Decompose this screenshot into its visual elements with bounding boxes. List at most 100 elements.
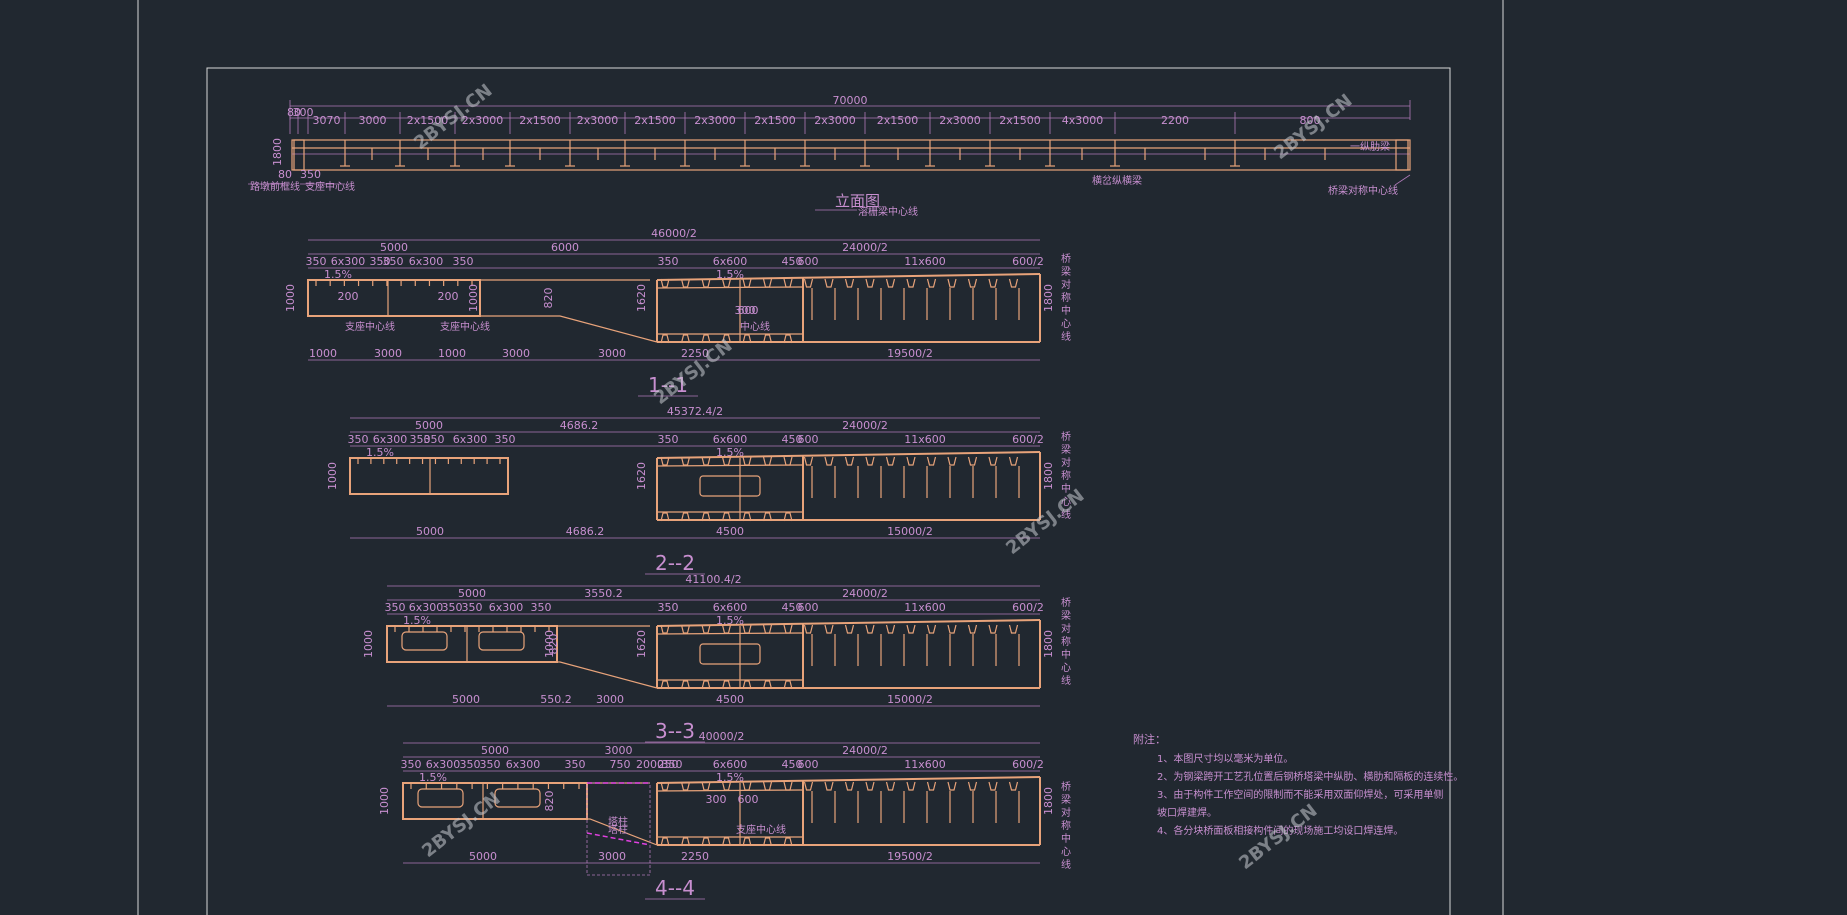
symmetry-label-2: 桥梁对称中心线 — [1061, 431, 1071, 521]
symmetry-char: 对 — [1061, 806, 1071, 819]
section-inner-dim: 200 — [438, 290, 459, 303]
section-height-dim: 1620 — [635, 462, 648, 490]
section-total-dim: 41100.4/2 — [685, 573, 741, 586]
section-height-dim: 1800 — [1042, 787, 1055, 815]
section-label: 中心线 — [740, 320, 770, 333]
inner-frame — [206, 67, 1451, 915]
pylon-zone: 塔柱 — [586, 782, 651, 876]
slope-label: 1.5% — [716, 614, 744, 627]
symmetry-char: 梁 — [1061, 265, 1071, 278]
elev-seg-dim: 2x3000 — [814, 114, 856, 127]
section-bottom-dim: 3000 — [598, 347, 626, 360]
symmetry-char: 中 — [1061, 648, 1071, 661]
section-bottom-dim: 3000 — [596, 693, 624, 706]
elev-seg-dim: 3070 — [313, 114, 341, 127]
slope-label: 1.5% — [366, 446, 394, 459]
elev-label-right1: 一纵肋梁 — [1350, 140, 1390, 153]
symmetry-label-4: 桥梁对称中心线 — [1061, 781, 1071, 871]
note-3b: 坡口焊建焊。 — [1157, 806, 1217, 819]
symmetry-char: 称 — [1061, 469, 1071, 482]
section-name: 2--2 — [655, 551, 695, 575]
section-sub-dim: 6x600 — [713, 758, 748, 771]
slope-label: 1.5% — [324, 268, 352, 281]
section-bottom-dim: 5000 — [416, 525, 444, 538]
slope-label: 1.5% — [419, 771, 447, 784]
section-top-dim: 4686.2 — [560, 419, 599, 432]
section-sub-dim: 6x300 — [409, 255, 444, 268]
section-sub-dim: 600 — [798, 255, 819, 268]
elev-seg-dim: 80 — [287, 106, 301, 119]
section-sub-dim: 350 — [531, 601, 552, 614]
section-height-dim: 820 — [543, 791, 556, 812]
elev-dim-350: 350 — [300, 168, 321, 181]
watermark-2: 2BYSJ.CN — [1270, 90, 1356, 164]
section-name: 3--3 — [655, 719, 695, 743]
section-total-dim: 45372.4/2 — [667, 405, 723, 418]
elev-seg-dim: 2x3000 — [577, 114, 619, 127]
section-sub-dim: 6x600 — [713, 433, 748, 446]
section-height-dim: 1000 — [467, 284, 480, 312]
section-sub-dim: 6x300 — [409, 601, 444, 614]
section-sub-dim: 600 — [798, 433, 819, 446]
elev-seg-dim: 2x3000 — [939, 114, 981, 127]
symmetry-char: 心 — [1061, 496, 1071, 508]
symmetry-char: 对 — [1061, 278, 1071, 291]
elev-total-dim: 70000 — [833, 94, 868, 107]
section-sub-dim: 450 — [782, 433, 803, 446]
elev-label-right2: 桥梁对称中心线 — [1328, 184, 1398, 197]
slope-label: 1.5% — [716, 446, 744, 459]
section-sub-dim: 2000 — [636, 758, 664, 771]
section-height-dim: 1800 — [1042, 630, 1055, 658]
symmetry-label-1: 桥梁对称中心线 — [1061, 253, 1071, 343]
section-bottom-dim: 1000 — [309, 347, 337, 360]
section-sub-dim: 350 — [565, 758, 586, 771]
section-height-dim: 1000 — [326, 462, 339, 490]
elev-label-mid: 横岔纵横梁 — [1092, 174, 1142, 187]
section-bottom-dim: 15000/2 — [887, 525, 933, 538]
elev-seg-dim: 2x1500 — [877, 114, 919, 127]
symmetry-char: 中 — [1061, 832, 1071, 845]
section-top-dim: 24000/2 — [842, 587, 888, 600]
section-sub-dim: 350 — [495, 433, 516, 446]
symmetry-char: 心 — [1061, 662, 1071, 674]
section-sub-dim: 450 — [782, 601, 803, 614]
notes-block: 附注： 1、本图尺寸均以毫米为单位。 2、为钢梁跨开工艺孔位置后钢桥塔梁中纵肋、… — [1133, 732, 1463, 837]
elev-seg-dim: 2x1500 — [999, 114, 1041, 127]
section-height-dim: 1800 — [1042, 462, 1055, 490]
elev-seg-dim: 2x1500 — [634, 114, 676, 127]
symmetry-char: 桥 — [1061, 597, 1071, 609]
symmetry-char: 线 — [1061, 508, 1071, 521]
section-bottom-dim: 4686.2 — [566, 525, 605, 538]
section-sub-dim: 600/2 — [1012, 433, 1044, 446]
symmetry-char: 心 — [1061, 318, 1071, 330]
section-bottom-dim: 5000 — [469, 850, 497, 863]
section-sub-dim: 350 — [383, 255, 404, 268]
section-height-dim: 1000 — [284, 284, 297, 312]
section-sub-dim: 350 — [453, 255, 474, 268]
section-sub-dim: 350 — [370, 255, 391, 268]
section-sub-dim: 450 — [782, 758, 803, 771]
section-sub-dim: 11x600 — [904, 758, 946, 771]
section-total-dim: 46000/2 — [651, 227, 697, 240]
symmetry-char: 梁 — [1061, 443, 1071, 456]
section-bottom-dim: 5000 — [452, 693, 480, 706]
elev-seg-dim: 3000 — [359, 114, 387, 127]
elev-seg-dim: 800 — [1300, 114, 1321, 127]
section-sub-dim: 350 — [410, 433, 431, 446]
symmetry-char: 中 — [1061, 304, 1071, 317]
symmetry-char: 线 — [1061, 674, 1071, 687]
symmetry-char: 桥 — [1061, 781, 1071, 793]
section-bottom-dim: 19500/2 — [887, 347, 933, 360]
section-sub-dim: 750 — [610, 758, 631, 771]
watermark-4: 2BYSJ.CN — [1002, 485, 1088, 559]
section-label: 支座中心线 — [736, 823, 786, 836]
section-bottom-dim: 550.2 — [540, 693, 572, 706]
section-height-dim: 820 — [542, 288, 555, 309]
section-sub-dim: 6x300 — [506, 758, 541, 771]
section-top-dim: 3550.2 — [584, 587, 623, 600]
section-sub-dim: 11x600 — [904, 601, 946, 614]
section-top-dim: 24000/2 — [842, 241, 888, 254]
